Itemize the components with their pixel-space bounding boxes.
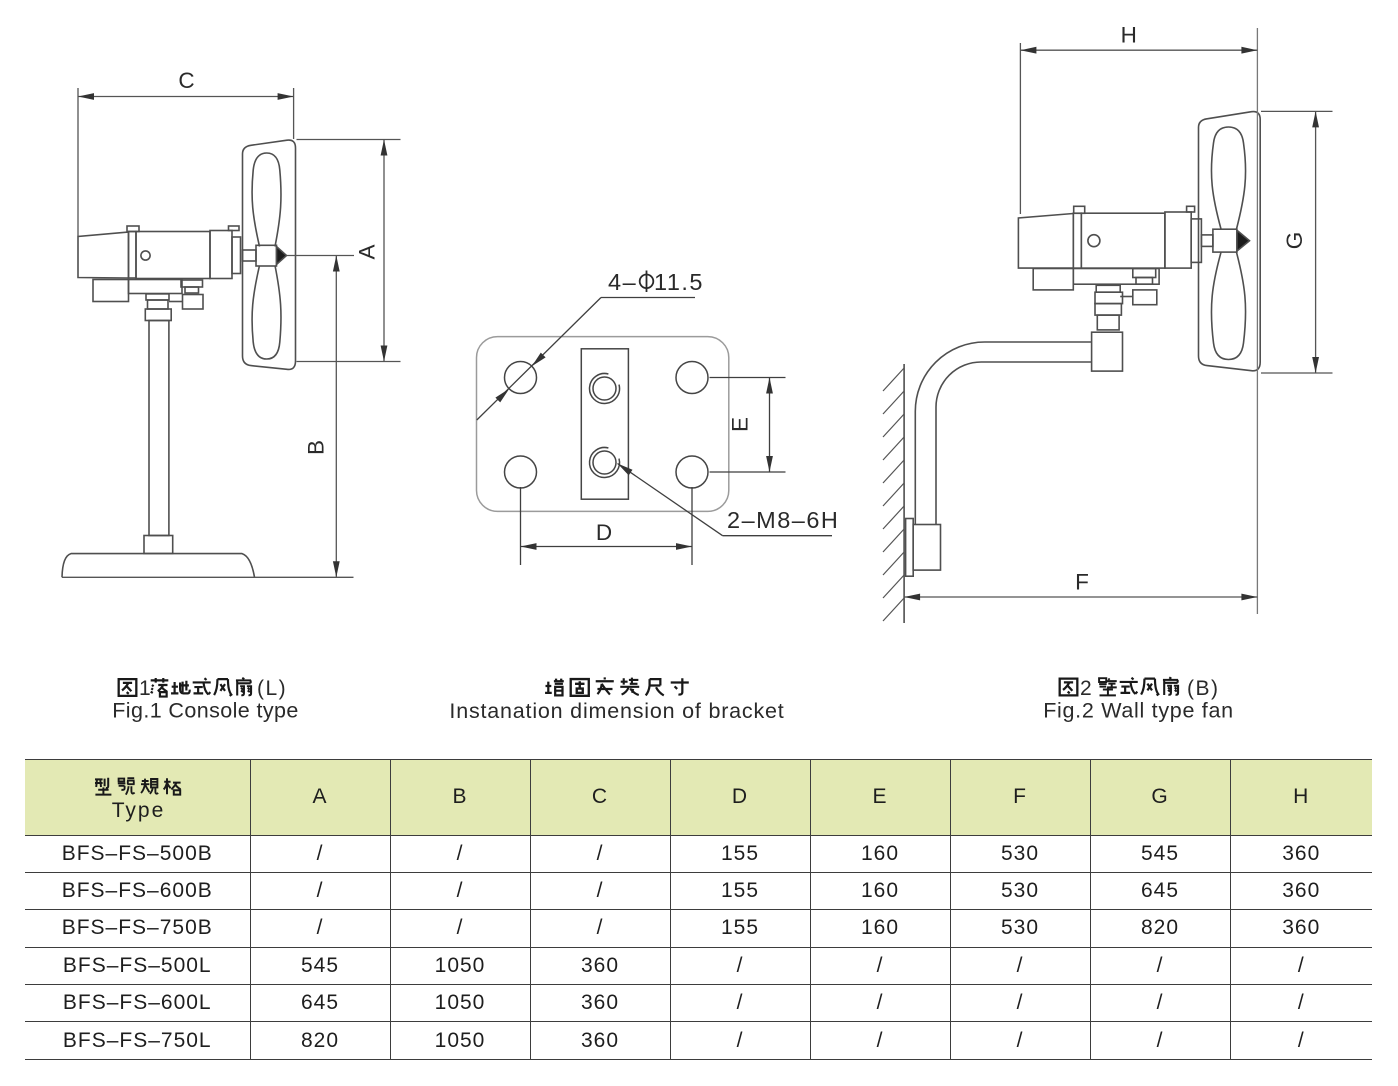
svg-text:1: 1	[139, 677, 151, 700]
svg-text:Fig.1 Console type: Fig.1 Console type	[112, 699, 298, 723]
svg-text:G: G	[1282, 232, 1307, 250]
svg-text:A: A	[355, 244, 380, 259]
svg-text:Fig.2 Wall type fan: Fig.2 Wall type fan	[1043, 699, 1234, 723]
svg-text:2: 2	[1080, 677, 1092, 700]
svg-text:4–: 4–	[608, 269, 637, 295]
svg-text:C: C	[178, 68, 194, 93]
svg-text:H: H	[1121, 23, 1137, 48]
svg-text:F: F	[1075, 570, 1089, 595]
svg-text:B: B	[304, 440, 329, 455]
svg-text:11.5: 11.5	[654, 269, 704, 295]
svg-text:D: D	[596, 520, 612, 545]
svg-text:E: E	[728, 417, 753, 432]
svg-text:(B): (B)	[1187, 677, 1220, 700]
svg-text:Type: Type	[112, 799, 166, 822]
svg-text:(L): (L)	[257, 677, 287, 700]
svg-text:2–M8–6H: 2–M8–6H	[727, 507, 839, 533]
svg-text:Instanation dimension of brack: Instanation dimension of bracket	[449, 699, 784, 723]
